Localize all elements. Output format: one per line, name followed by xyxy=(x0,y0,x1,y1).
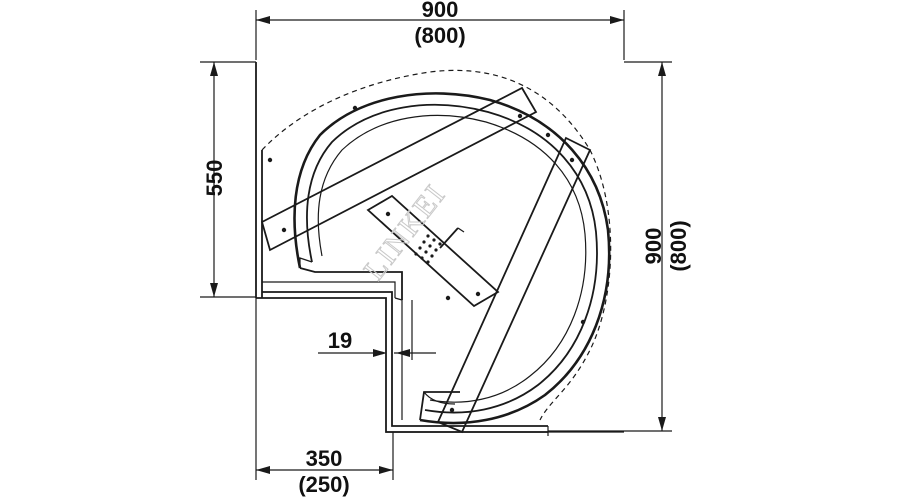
arrow-right-icon xyxy=(610,16,624,24)
watermark-text: LINKEI xyxy=(358,178,453,287)
arrow-right-icon xyxy=(379,466,393,474)
right-height-dimension: 900 (800) xyxy=(548,61,691,432)
bolt-icon xyxy=(385,211,391,217)
right-height-label: 900 xyxy=(641,228,666,265)
adjustment-holes xyxy=(414,234,442,264)
bolt-icon xyxy=(445,295,451,301)
bottom-width-alt-label: (250) xyxy=(298,472,349,497)
top-width-alt-label: (800) xyxy=(414,23,465,48)
rim-pin-icon xyxy=(545,132,551,138)
carousel-shelf xyxy=(267,92,611,425)
bottom-width-dimension: 350 (250) xyxy=(255,298,394,497)
right-height-alt-label: (800) xyxy=(666,220,691,271)
left-height-label: 550 xyxy=(202,160,227,197)
gap-dimension: 19 xyxy=(318,300,436,360)
arrow-down-icon xyxy=(210,283,218,297)
arrow-left-icon xyxy=(256,16,270,24)
center-mounting-plate xyxy=(366,194,500,308)
diagonal-bar-lower xyxy=(436,136,592,434)
rim-pin-icon xyxy=(352,105,358,111)
arrow-down-icon xyxy=(658,417,666,431)
bolt-icon xyxy=(281,227,287,233)
top-width-label: 900 xyxy=(422,0,459,22)
arrow-right-icon xyxy=(373,349,387,357)
diagonal-bar-upper xyxy=(260,86,538,252)
arrow-up-icon xyxy=(210,62,218,76)
rim-pin-icon xyxy=(580,319,586,325)
gap-label: 19 xyxy=(328,328,352,353)
bolt-icon xyxy=(569,157,575,163)
arrow-left-icon xyxy=(256,466,270,474)
bolt-icon xyxy=(475,291,481,297)
rim-pin-icon xyxy=(267,157,273,163)
cabinet-outline xyxy=(255,62,624,436)
arrow-left-icon xyxy=(396,349,410,357)
arrow-up-icon xyxy=(658,62,666,76)
left-height-dimension: 550 xyxy=(200,61,256,298)
swing-clearance-arc xyxy=(261,69,612,421)
bottom-width-label: 350 xyxy=(306,446,343,471)
bolt-icon xyxy=(449,407,455,413)
bolt-icon xyxy=(517,113,523,119)
top-width-dimension: 900 (800) xyxy=(255,0,625,60)
